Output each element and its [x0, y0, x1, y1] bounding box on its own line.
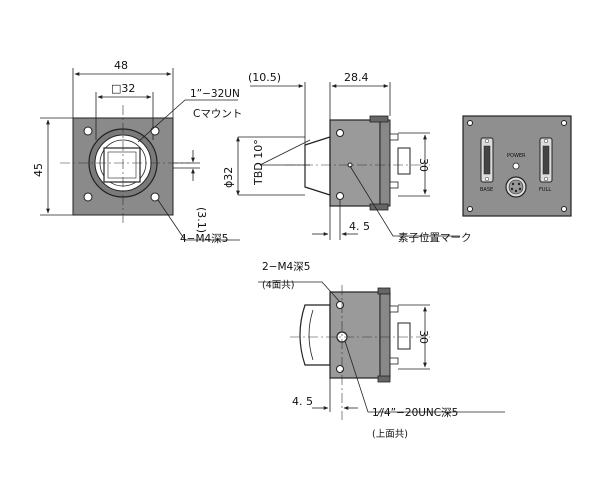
bottom-screw-label: 2−M4深5: [262, 261, 310, 273]
power-led-icon: [512, 162, 520, 170]
bottom-lens: [299, 304, 331, 366]
screw-hole-tl: [83, 126, 93, 136]
body-length-label: 28.4: [344, 71, 369, 84]
side-view: (10.5) 28.4 ϕ32 TBD 10° 30 4. 5 素子位置マーク: [222, 71, 472, 244]
mount-thread-label: 1”−32UN: [190, 88, 240, 100]
front-offset-label: (3.1): [195, 207, 208, 233]
lens-length-label: (10.5): [248, 71, 281, 84]
screw-hole-br: [150, 192, 160, 202]
front-width-label: 48: [114, 59, 128, 72]
front-screw-label: 4−M4深5: [180, 233, 228, 245]
bottom-screw-note: (4面共): [262, 280, 294, 291]
tripod-label: 1⁄/4”−20UNC深5: [372, 407, 458, 419]
bottom-height-label: 30: [417, 330, 430, 344]
side-height-label: 30: [417, 158, 430, 172]
mount-type-label: Cマウント: [193, 108, 242, 120]
screw-hole-bl: [83, 192, 93, 202]
base-label: BASE: [480, 187, 493, 193]
screw-hole-tr: [150, 126, 160, 136]
lens-profile: [304, 136, 331, 196]
sensor-mark-label: 素子位置マーク: [398, 231, 472, 244]
diameter-label: ϕ32: [222, 167, 235, 188]
bottom-view: 2−M4深5 (4面共) 30 4. 5 1⁄/4”−20UNC深5 (上面共): [258, 261, 505, 440]
sensor: [103, 147, 141, 183]
bottom-offset-label: 4. 5: [292, 395, 313, 408]
power-label: POWER: [507, 153, 526, 159]
side-offset-label: 4. 5: [349, 220, 370, 233]
full-label: FULL: [539, 187, 551, 193]
front-height-label: 45: [32, 163, 45, 177]
tripod-note: (上面共): [372, 429, 408, 440]
front-mount-square-label: □32: [111, 82, 135, 95]
rear-view: POWER BASE FULL: [462, 115, 572, 217]
front-view: 48 □32 45 (3.1) 1”−32UN Cマウント: [32, 59, 242, 245]
tbd-angle-label: TBD 10°: [252, 139, 265, 186]
